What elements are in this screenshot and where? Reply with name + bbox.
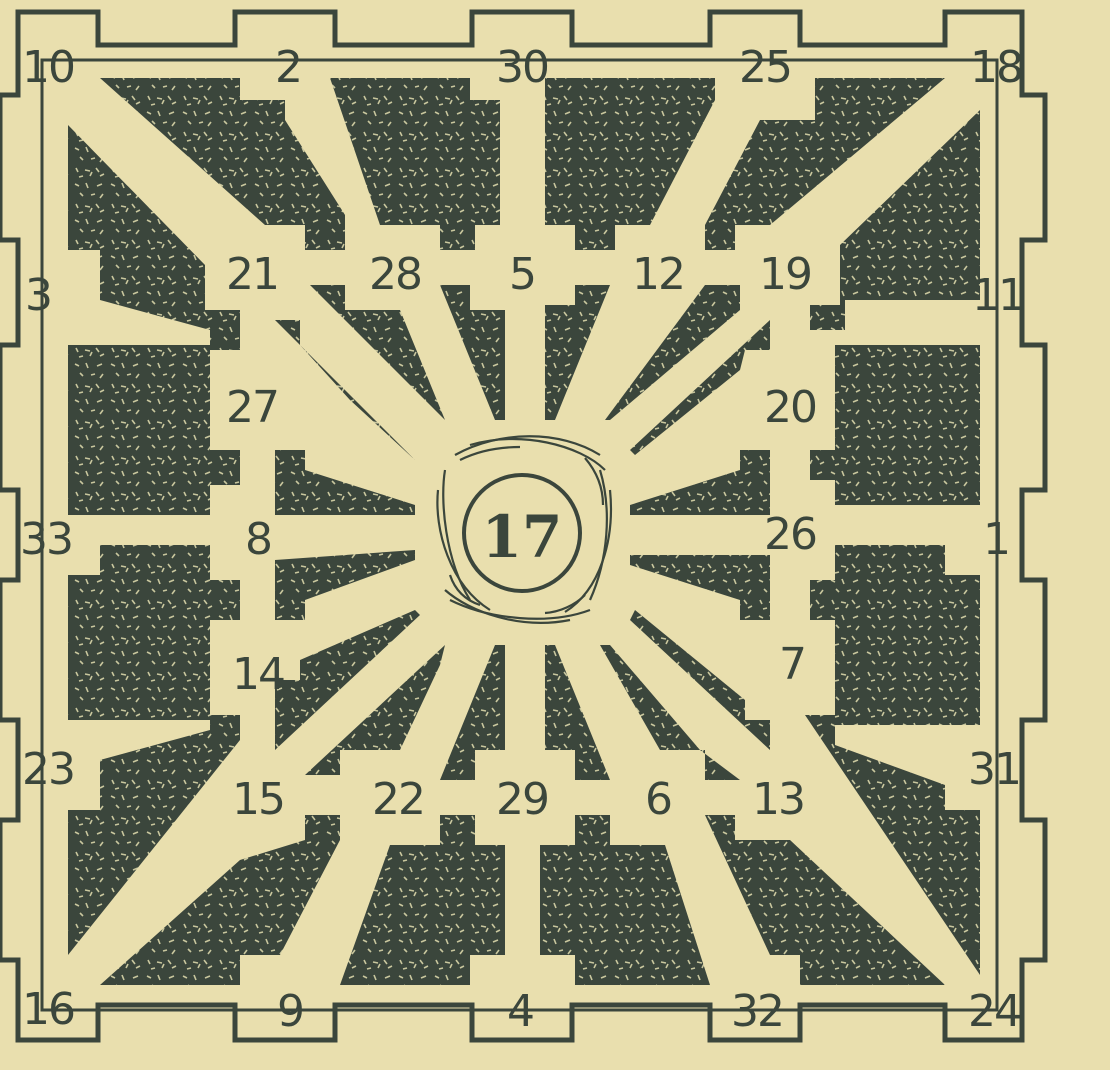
block xyxy=(810,545,980,725)
block xyxy=(340,815,505,985)
block xyxy=(810,345,980,505)
block xyxy=(68,345,240,515)
spoke xyxy=(630,450,770,515)
spoke xyxy=(605,285,740,420)
number-label: 2 xyxy=(275,46,301,90)
spoke xyxy=(275,450,415,515)
number-label: 24 xyxy=(968,990,1020,1034)
number-label: 8 xyxy=(245,518,271,562)
number-label: 20 xyxy=(764,386,816,430)
spoke xyxy=(600,645,740,780)
number-label: 5 xyxy=(509,253,535,297)
block xyxy=(545,78,715,250)
number-label: 18 xyxy=(970,46,1022,90)
spoke xyxy=(440,645,505,780)
spoke xyxy=(630,555,770,620)
number-label: 9 xyxy=(277,990,303,1034)
spoke xyxy=(545,285,610,420)
number-label: 3 xyxy=(25,274,51,318)
number-label: 21 xyxy=(226,253,278,297)
number-label: 15 xyxy=(232,778,284,822)
spoke xyxy=(275,550,415,620)
block xyxy=(330,78,500,250)
block xyxy=(540,815,710,985)
number-label: 25 xyxy=(739,46,791,90)
spoke xyxy=(545,645,610,780)
number-label: 7 xyxy=(779,643,805,687)
number-label: 26 xyxy=(764,513,816,557)
number-label: 33 xyxy=(20,518,72,562)
number-label: 14 xyxy=(232,653,284,697)
number-label: 23 xyxy=(22,748,74,792)
number-label: 22 xyxy=(372,778,424,822)
number-label: 29 xyxy=(496,778,548,822)
number-label: 11 xyxy=(972,274,1024,318)
number-label: 28 xyxy=(369,253,421,297)
number-label: 30 xyxy=(496,46,548,90)
number-label: 19 xyxy=(759,253,811,297)
number-label: 27 xyxy=(226,386,278,430)
number-label: 1 xyxy=(983,518,1009,562)
center-number: 17 xyxy=(482,508,563,566)
number-label: 12 xyxy=(632,253,684,297)
number-label: 6 xyxy=(645,778,671,822)
spoke xyxy=(440,285,505,420)
number-label: 16 xyxy=(22,988,74,1032)
spoke xyxy=(310,285,445,420)
block xyxy=(68,545,240,720)
number-label: 32 xyxy=(731,990,783,1034)
number-label: 13 xyxy=(752,778,804,822)
number-label: 10 xyxy=(22,46,74,90)
number-label: 4 xyxy=(507,990,533,1034)
number-label: 31 xyxy=(968,748,1020,792)
